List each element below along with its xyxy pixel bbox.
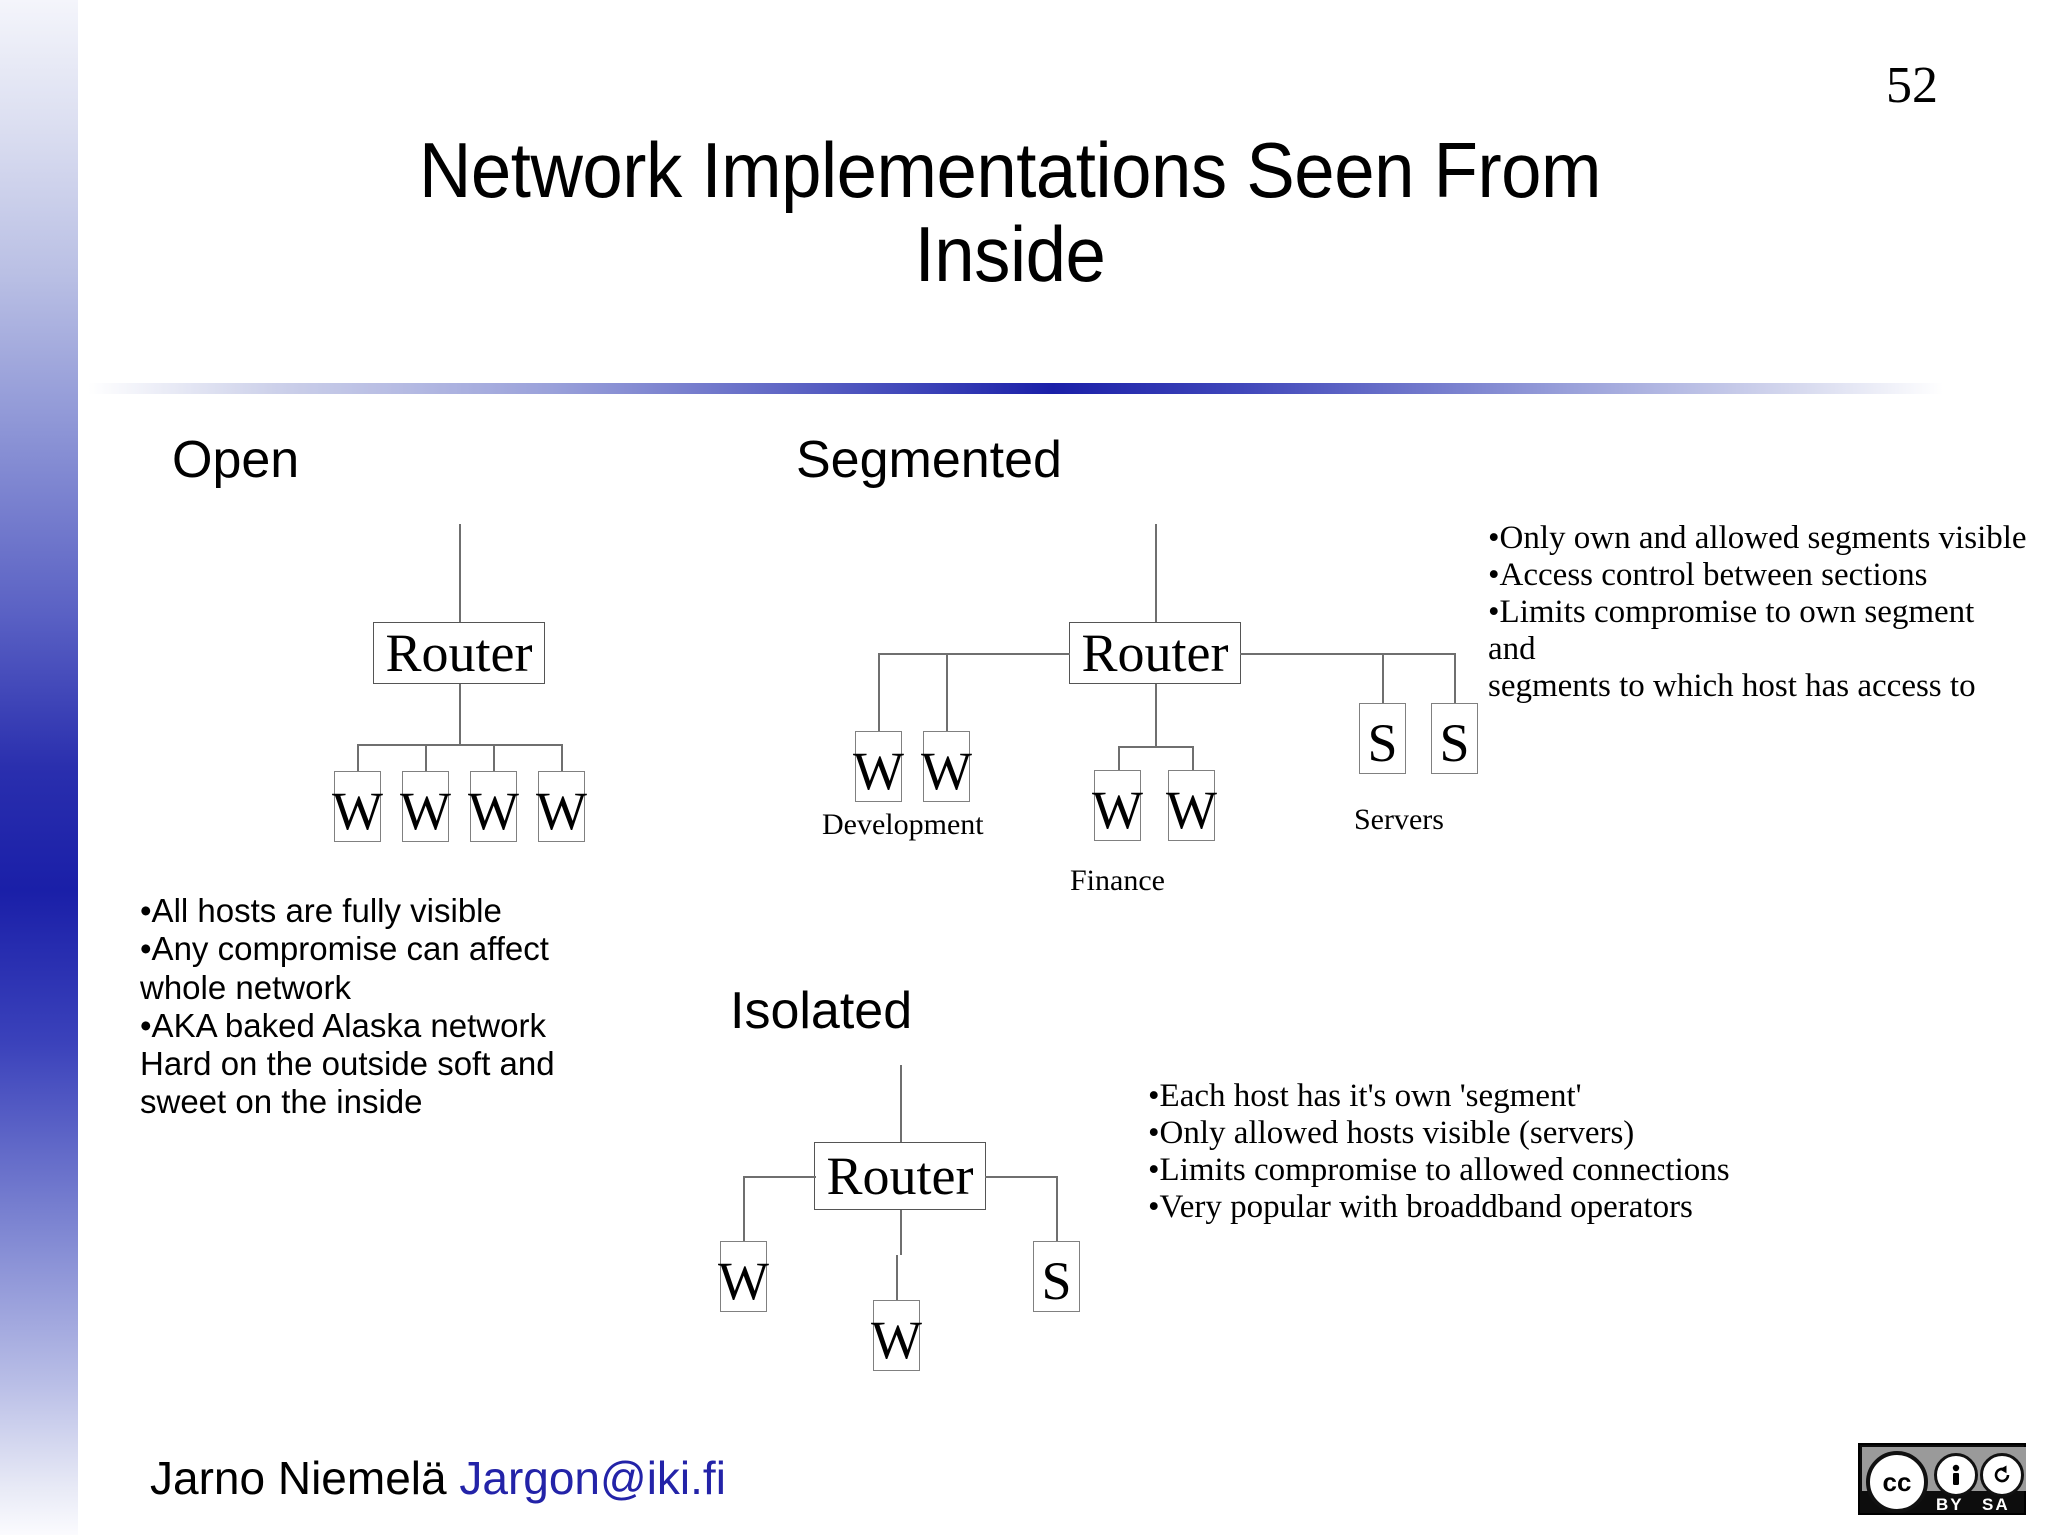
isolated-host-box: W [718, 1241, 769, 1312]
segmented-dev-host-box: W [853, 731, 904, 802]
segmented-srv-host-box: S [1359, 703, 1406, 774]
open-bullet-line: sweet on the inside [140, 1083, 423, 1121]
isolated-uplink-line [900, 1065, 902, 1165]
isolated-host-box: W [871, 1300, 922, 1371]
open-host-box: W [468, 771, 519, 842]
section-heading-open: Open [172, 431, 300, 489]
segmented-srv-caption: Servers [1354, 803, 1444, 836]
isolated-left-line [743, 1176, 816, 1178]
segmented-fin-drop-line-2 [1192, 746, 1194, 770]
cc-logo-icon: cc [1866, 1451, 1928, 1513]
open-drop-line-2 [425, 744, 427, 771]
footer: Jarno Niemelä Jargon@iki.fi [150, 1455, 726, 1501]
segmented-fin-caption: Finance [1070, 864, 1165, 897]
cc-sa-label: SA [1982, 1495, 2010, 1514]
segmented-left-trunk-line [878, 653, 1070, 655]
open-drop-line-1 [357, 744, 359, 771]
segmented-fin-host-box: W [1092, 770, 1143, 841]
section-heading-isolated: Isolated [730, 982, 913, 1040]
footer-email-link[interactable]: Jargon@iki.fi [459, 1452, 726, 1504]
open-bullet-line: •AKA baked Alaska network [140, 1006, 546, 1044]
isolated-bullet-line: •Each host has it's own 'segment' [1148, 1078, 1582, 1114]
section-heading-segmented: Segmented [796, 431, 1062, 489]
open-bullet-line: Hard on the outside soft and [140, 1045, 555, 1083]
segmented-fin-drop-line-1 [1118, 746, 1120, 770]
footer-author: Jarno Niemelä [150, 1452, 460, 1504]
open-drop-line-3 [493, 744, 495, 771]
title-divider [88, 383, 1943, 394]
segmented-srv-drop-line-1 [1382, 653, 1384, 731]
left-gradient-bar [0, 0, 78, 1535]
cc-sharealike-icon [1980, 1453, 2024, 1497]
open-drop-line-4 [561, 744, 563, 771]
isolated-router-box: Router [814, 1142, 986, 1210]
segmented-bullet-line: segments to which host has access to [1488, 667, 1976, 704]
isolated-bullet-line: •Very popular with broaddband operators [1148, 1188, 1693, 1225]
segmented-dev-caption: Development [822, 808, 984, 841]
cc-attribution-icon [1934, 1453, 1978, 1497]
isolated-center-drop-line-2 [896, 1255, 898, 1300]
page-title: Network Implementations Seen From Inside [154, 126, 1865, 299]
segmented-dev-drop-line-2 [946, 653, 948, 731]
left-bar-edge [78, 0, 81, 1535]
segmented-srv-host-box: S [1431, 703, 1478, 774]
segmented-srv-drop-line-2 [1454, 653, 1456, 731]
isolated-bullet-line: •Limits compromise to allowed connection… [1148, 1151, 1730, 1188]
cc-by-label: BY [1936, 1495, 1964, 1514]
isolated-bullets: •Each host has it's own 'segment' •Only … [1148, 1078, 1768, 1226]
segmented-uplink-line [1155, 524, 1157, 624]
segmented-fin-bus-line [1118, 746, 1193, 748]
segmented-router-box: Router [1069, 622, 1241, 684]
segmented-dev-host-box: W [921, 731, 972, 802]
segmented-center-trunk-line [1155, 684, 1157, 746]
open-router-down-line [459, 684, 461, 744]
open-bullets: •All hosts are fully visible •Any compro… [140, 892, 570, 1122]
isolated-center-drop-line [900, 1210, 902, 1255]
isolated-host-box: S [1033, 1241, 1080, 1312]
open-host-box: W [536, 771, 587, 842]
page-title-line-1: Network Implementations Seen From [418, 126, 1602, 214]
isolated-bullet-line: •Only allowed hosts visible (servers) [1148, 1114, 1635, 1151]
open-bus-line [357, 744, 562, 746]
page-number: 52 [1886, 57, 1938, 114]
segmented-bullet-line: •Access control between sections [1488, 556, 1928, 593]
segmented-right-trunk-line [1240, 653, 1455, 655]
open-bullet-line: whole network [140, 968, 351, 1006]
person-glyph-icon [1952, 1464, 1960, 1485]
open-router-box: Router [373, 622, 545, 684]
open-uplink-line [459, 524, 461, 624]
circular-arrow-glyph-icon [1994, 1465, 2010, 1483]
segmented-bullet-line: •Only own and allowed segments visible [1488, 520, 2027, 556]
segmented-fin-host-box: W [1166, 770, 1217, 841]
page-title-line-2: Inside [914, 210, 1106, 299]
open-bullet-line: •All hosts are fully visible [140, 892, 502, 929]
segmented-bullets: •Only own and allowed segments visible •… [1488, 520, 2028, 705]
segmented-dev-drop-line-1 [878, 653, 880, 731]
creative-commons-badge[interactable]: cc BY SA [1858, 1443, 2026, 1515]
isolated-right-line [985, 1176, 1057, 1178]
isolated-left-drop-line [743, 1176, 745, 1241]
isolated-right-drop-line [1056, 1176, 1058, 1241]
open-host-box: W [400, 771, 451, 842]
segmented-bullet-line: •Limits compromise to own segment and [1488, 593, 1975, 667]
open-bullet-line: •Any compromise can affect [140, 930, 549, 968]
open-host-box: W [332, 771, 383, 842]
